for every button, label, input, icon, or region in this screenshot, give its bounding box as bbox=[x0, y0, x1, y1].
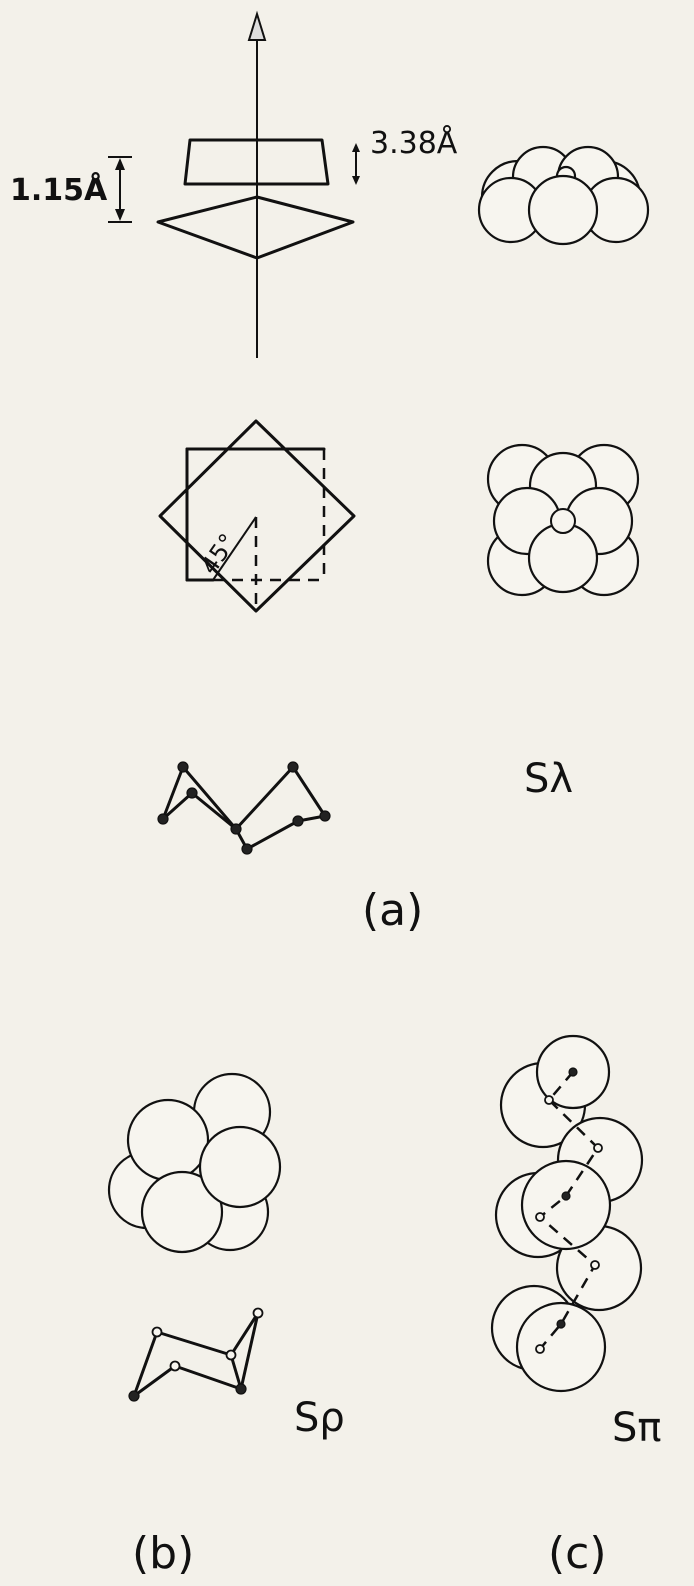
panel-b-label: (b) bbox=[132, 1528, 194, 1579]
s8-space-filling-side bbox=[477, 145, 650, 246]
s6-ball-stick bbox=[128, 1307, 264, 1402]
s8-space-filling-top bbox=[486, 443, 640, 597]
s-pi-helix-space-filling bbox=[490, 1034, 644, 1393]
s8-ball-stick-crown bbox=[157, 761, 331, 855]
spacing-arrow-up-icon bbox=[352, 143, 360, 152]
upper-plane-trapezoid bbox=[183, 138, 330, 186]
s-rho-label: Sρ bbox=[294, 1395, 345, 1441]
s8-ring-top-view: 45° bbox=[158, 419, 356, 613]
s-pi-label: Sπ bbox=[612, 1405, 661, 1451]
axis-arrowhead-icon bbox=[247, 10, 267, 41]
s-pi-helix-chain bbox=[535, 1067, 603, 1354]
angle-label: 45° bbox=[195, 529, 242, 580]
dimension-arrow-up-icon bbox=[115, 158, 125, 170]
s6-space-filling bbox=[107, 1072, 282, 1254]
dimension-arrow-down-icon bbox=[115, 209, 125, 221]
angle-line bbox=[212, 516, 257, 581]
s-lambda-label: Sλ bbox=[524, 756, 573, 802]
s8-ring-side-view: 3.38Å 1.15Å bbox=[10, 10, 458, 358]
spacing-arrow-down-icon bbox=[352, 176, 360, 185]
panel-a-label: (a) bbox=[362, 885, 423, 936]
height-label: 1.15Å bbox=[10, 171, 108, 208]
lower-plane-rhombus bbox=[156, 195, 355, 260]
panel-c-label: (c) bbox=[548, 1528, 607, 1579]
spacing-label: 3.38Å bbox=[370, 125, 458, 161]
